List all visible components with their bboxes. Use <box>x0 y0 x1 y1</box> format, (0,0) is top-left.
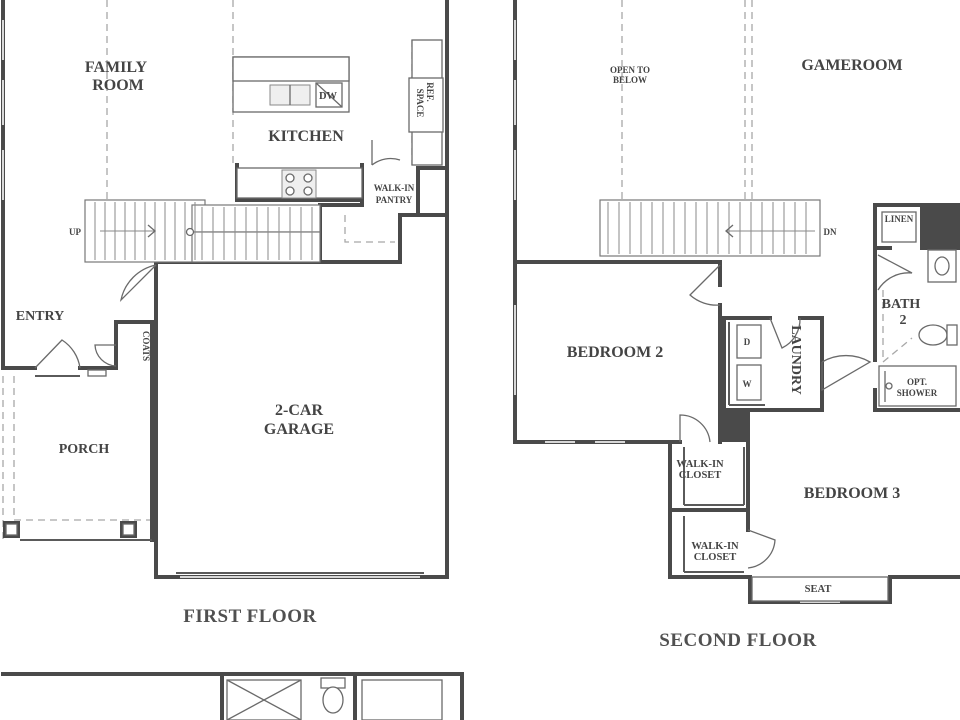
linen-closet <box>881 211 917 243</box>
window-seat <box>751 576 889 602</box>
garage-label-2: GARAGE <box>264 421 334 438</box>
bath-door-swing <box>877 254 913 291</box>
ref-label: REF. <box>425 82 435 101</box>
opt-shower-label-1: OPT. <box>907 377 927 387</box>
first-floor-walls <box>1 0 449 579</box>
bath-2-label-1: BATH <box>882 297 921 312</box>
first-floor-stairs[interactable] <box>84 199 321 263</box>
front-door-swing <box>34 339 81 369</box>
second-floor-stairs[interactable] <box>599 199 821 257</box>
open-to-below-label-2: BELOW <box>613 75 647 85</box>
pantry-label-1: WALK-IN <box>374 183 415 193</box>
opt-shower-label-2: SHOWER <box>897 388 938 398</box>
pantry-door-swing <box>371 157 401 166</box>
open-to-below-label-1: OPEN TO <box>610 65 650 75</box>
garage-entry-door-swing <box>119 264 157 302</box>
dn-label: DN <box>824 227 837 237</box>
ref-space-label: SPACE <box>415 89 425 118</box>
bedroom2-door-swing <box>689 264 721 306</box>
garage-label-1: 2-CAR <box>275 402 323 419</box>
dryer-label: D <box>744 337 751 347</box>
entry-label: ENTRY <box>16 309 65 324</box>
first-floor-title: FIRST FLOOR <box>183 606 316 627</box>
washer-label: W <box>743 379 752 389</box>
stair-arrow-icon <box>725 224 734 238</box>
dryer <box>736 324 762 359</box>
family-room-label-1: FAMILY <box>85 59 148 76</box>
washer <box>736 364 762 401</box>
bedroom-2-label: BEDROOM 2 <box>567 344 663 361</box>
up-label: UP <box>69 227 81 237</box>
toilet-icon <box>918 324 948 346</box>
walk-in-closet-2-label-1: WALK-IN <box>691 541 739 552</box>
walk-in-closet-1-label-1: WALK-IN <box>676 459 724 470</box>
first-floor-plan: FAMILY ROOM KITCHEN DW REF. SPACE WALK-I… <box>1 0 449 627</box>
coat-closet-door-swing <box>94 344 117 367</box>
walk-in-closet-1-label-2: CLOSET <box>679 470 722 481</box>
stair-arrow-icon <box>147 224 156 238</box>
second-floor-title: SECOND FLOOR <box>659 630 817 651</box>
lower-plan-partial <box>1 672 464 720</box>
coats-label: COATS <box>141 331 151 361</box>
kitchen-label: KITCHEN <box>268 128 344 145</box>
bedroom-3-label: BEDROOM 3 <box>804 485 900 502</box>
dw-label: DW <box>319 91 338 102</box>
gameroom-label: GAMEROOM <box>801 57 902 74</box>
laundry-label: LAUNDRY <box>788 325 803 395</box>
ref-space <box>408 77 444 133</box>
closet1-door-swing <box>679 414 711 443</box>
closet2-door-swing <box>747 529 776 569</box>
pantry-label-2: PANTRY <box>376 195 413 205</box>
toilet-icon <box>322 686 344 714</box>
bedroom3-door-swing <box>821 355 872 392</box>
bath-2-label-2: 2 <box>900 313 907 328</box>
second-floor-plan: OPEN TO BELOW GAMEROOM DN LINEN BEDROOM … <box>513 0 960 651</box>
laundry-door-swing <box>769 317 801 349</box>
porch-label: PORCH <box>59 442 110 457</box>
seat-label: SEAT <box>805 584 832 595</box>
family-room-label-2: ROOM <box>92 77 144 94</box>
walk-in-closet-2-label-2: CLOSET <box>694 552 737 563</box>
linen-label: LINEN <box>885 214 914 224</box>
